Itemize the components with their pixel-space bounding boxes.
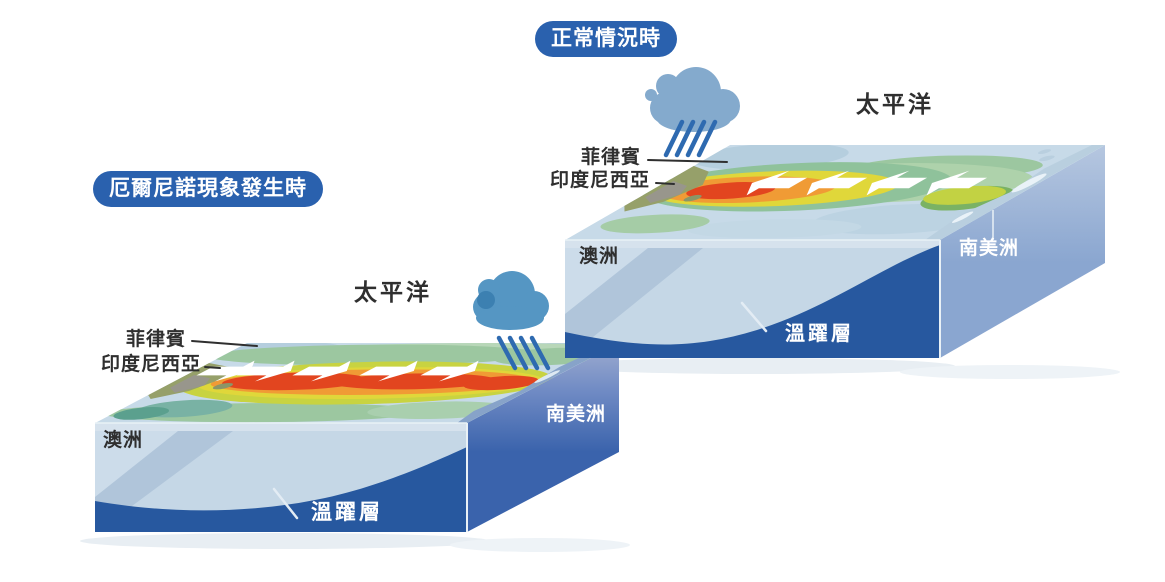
elnino-wind-arrows-east bbox=[196, 360, 479, 382]
elnino-thermocline-pointer bbox=[272, 487, 299, 520]
elnino-block bbox=[95, 342, 619, 532]
elnino-indonesia-label: 印度尼西亞 bbox=[100, 354, 201, 375]
elnino-pacific-label: 太平洋 bbox=[354, 279, 432, 305]
normal-right-face bbox=[940, 145, 1105, 358]
normal-ocean-surface bbox=[565, 144, 1106, 240]
elnino-philippines-label: 菲律賓 bbox=[125, 329, 186, 350]
elnino-right-face bbox=[467, 343, 619, 532]
elnino-ocean-surface bbox=[95, 342, 619, 423]
elnino-rain-icon bbox=[496, 335, 551, 371]
elnino-south-america-label: 南美洲 bbox=[546, 404, 607, 425]
normal-block bbox=[565, 144, 1106, 358]
label-pointer-lines bbox=[191, 159, 728, 369]
normal-thermocline-pointer bbox=[740, 301, 768, 333]
block-shadows bbox=[80, 358, 1120, 552]
normal-wind-arrows-west bbox=[746, 170, 988, 196]
elnino-thermocline-water bbox=[95, 447, 467, 532]
normal-panel-title: 正常情況時 bbox=[535, 21, 677, 57]
normal-rain-cloud-icon bbox=[645, 67, 740, 158]
elnino-rain-cloud-icon bbox=[473, 271, 551, 371]
normal-front-face bbox=[565, 240, 940, 358]
normal-south-america-label: 南美洲 bbox=[959, 238, 1020, 259]
normal-pacific-label: 太平洋 bbox=[856, 91, 934, 117]
elnino-thermocline-label: 溫躍層 bbox=[311, 501, 383, 524]
elnino-panel-title: 厄爾尼諾現象發生時 bbox=[93, 171, 323, 207]
normal-thermocline-water bbox=[565, 245, 940, 358]
elnino-australia-label: 澳洲 bbox=[103, 430, 144, 451]
normal-philippines-label: 菲律賓 bbox=[580, 147, 641, 168]
normal-rain-icon bbox=[663, 119, 718, 158]
normal-australia-label: 澳洲 bbox=[579, 246, 620, 267]
normal-indonesia-label: 印度尼西亞 bbox=[549, 170, 650, 191]
elnino-front-face bbox=[95, 423, 467, 532]
normal-thermocline-label: 溫躍層 bbox=[785, 323, 854, 345]
